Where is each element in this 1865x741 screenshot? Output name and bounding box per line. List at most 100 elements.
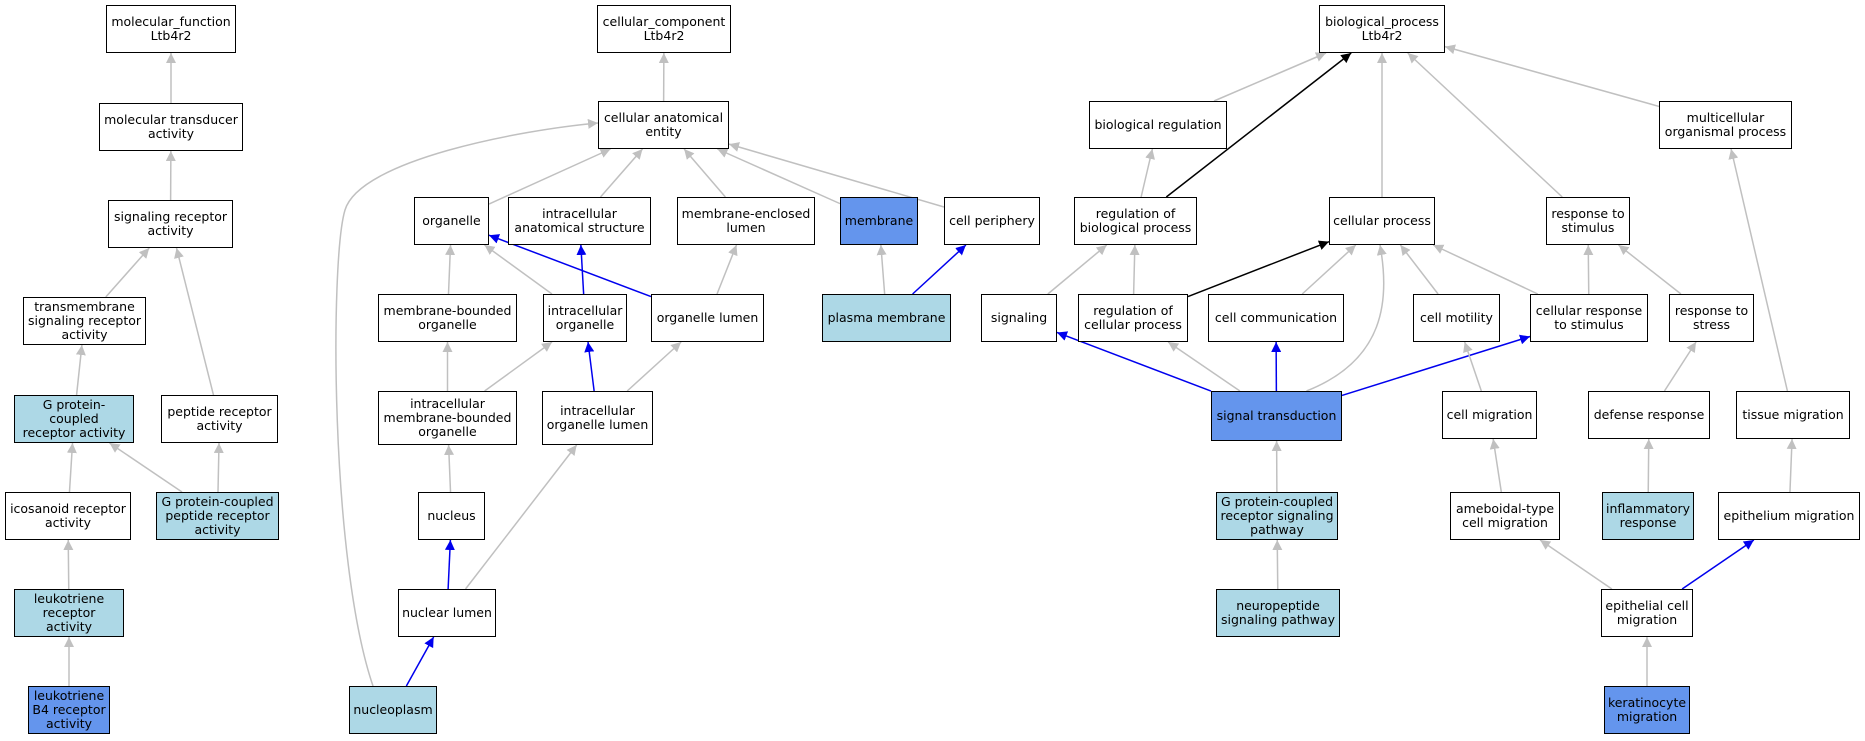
edge-em-to-tm (1786, 438, 1797, 493)
node-lra[interactable]: leukotriene receptor activity (14, 589, 124, 637)
node-mf[interactable]: molecular_function Ltb4r2 (106, 5, 236, 53)
edge-mop-to-bp (1444, 44, 1660, 108)
node-acm[interactable]: ameboidal-type cell migration (1450, 492, 1560, 540)
node-rbp[interactable]: regulation of biological process (1074, 197, 1197, 245)
node-gpcr[interactable]: G protein-coupled receptor activity (14, 395, 134, 443)
edge-gpprc-to-pra (213, 442, 224, 493)
edge-nl-to-nuc (444, 539, 455, 590)
edge-nsp-to-gprs (1272, 539, 1283, 590)
node-gprs[interactable]: G protein-coupled receptor signaling pat… (1216, 492, 1338, 540)
edge-iol-to-ol (626, 341, 682, 392)
edge-iol-to-io (584, 341, 595, 392)
node-rts[interactable]: response to stimulus (1546, 197, 1630, 245)
node-nl[interactable]: nuclear lumen (398, 589, 496, 637)
node-pm[interactable]: plasma membrane (822, 294, 951, 342)
node-org[interactable]: organelle (414, 197, 489, 245)
node-mbo[interactable]: membrane-bounded organelle (378, 294, 517, 342)
node-io[interactable]: intracellular organelle (543, 294, 627, 342)
node-cp[interactable]: cell periphery (944, 197, 1040, 245)
edge-io-to-ias (576, 244, 587, 295)
edge-rst-to-rts (1618, 244, 1682, 295)
node-bp[interactable]: biological_process Ltb4r2 (1319, 5, 1445, 53)
edge-rcp-to-cpr (1187, 240, 1330, 298)
node-ira[interactable]: icosanoid receptor activity (5, 492, 131, 540)
edge-dr-to-rst (1663, 341, 1697, 392)
edge-br-to-bp (1213, 52, 1327, 102)
node-gpprc[interactable]: G protein-coupled peptide receptor activ… (156, 492, 279, 540)
edge-cmig-to-cmot (1463, 341, 1483, 392)
edge-ias-to-cae (599, 148, 644, 198)
edge-mel-to-cae (683, 148, 726, 198)
node-ir[interactable]: inflammatory response (1602, 492, 1694, 540)
edge-rbp-to-br (1140, 148, 1155, 198)
edge-nl-to-iol (464, 444, 578, 590)
node-lb4[interactable]: leukotriene B4 receptor activity (28, 686, 110, 734)
edge-rts-to-bp (1407, 52, 1563, 198)
edge-rcp-to-rbp (1129, 244, 1140, 295)
edge-pm-to-cp (912, 244, 967, 295)
edge-pm-to-mem (876, 244, 887, 295)
node-nuc[interactable]: nucleus (418, 492, 485, 540)
node-br[interactable]: biological regulation (1089, 101, 1227, 149)
node-np[interactable]: nucleoplasm (349, 686, 437, 734)
edge-np-to-nl (405, 636, 435, 687)
edge-ol-to-org (488, 234, 652, 298)
edge-np-to-cae (335, 118, 599, 687)
edge-ir-to-dr (1643, 438, 1654, 493)
edge-st-to-sig (1056, 331, 1212, 392)
node-imbo[interactable]: intracellular membrane-bounded organelle (378, 391, 517, 445)
node-dr[interactable]: defense response (1588, 391, 1710, 439)
node-mop[interactable]: multicellular organismal process (1659, 101, 1792, 149)
node-tm[interactable]: tissue migration (1736, 391, 1850, 439)
node-cmig[interactable]: cell migration (1442, 391, 1537, 439)
node-em[interactable]: epithelium migration (1718, 492, 1860, 540)
edge-cmot-to-cpr (1399, 244, 1439, 295)
node-mta[interactable]: molecular transducer activity (99, 103, 243, 151)
edge-ecm-to-acm (1539, 539, 1613, 590)
edge-org-to-cae (488, 148, 611, 205)
edge-st-to-cpr (1306, 244, 1387, 392)
edge-ccom-to-cpr (1301, 244, 1357, 295)
node-ccom[interactable]: cell communication (1208, 294, 1344, 342)
edge-pra-to-sra (174, 247, 215, 396)
edge-ecm-to-em (1681, 539, 1755, 590)
edge-crs-to-rts (1583, 244, 1594, 295)
edge-mbo-to-org (445, 244, 456, 295)
edge-cp-to-cae (728, 142, 945, 208)
node-rst[interactable]: response to stress (1669, 294, 1754, 342)
edge-crs-to-cpr (1432, 244, 1539, 295)
edge-io-to-org (484, 244, 553, 295)
node-sra[interactable]: signaling receptor activity (108, 200, 233, 248)
node-cpr[interactable]: cellular process (1329, 197, 1435, 245)
node-ias[interactable]: intracellular anatomical structure (508, 197, 651, 245)
edge-st-to-crs (1341, 334, 1531, 397)
node-pra[interactable]: peptide receptor activity (161, 395, 278, 443)
node-cmot[interactable]: cell motility (1413, 294, 1500, 342)
node-sig[interactable]: signaling (981, 294, 1057, 342)
node-cae[interactable]: cellular anatomical entity (598, 101, 729, 149)
edge-st-to-rcp (1167, 341, 1241, 392)
edge-tsra-to-sra (105, 247, 150, 298)
node-crs[interactable]: cellular response to stimulus (1530, 294, 1648, 342)
edge-gpprc-to-gpcr (109, 442, 183, 493)
node-rcp[interactable]: regulation of cellular process (1078, 294, 1188, 342)
node-nsp[interactable]: neuropeptide signaling pathway (1216, 589, 1340, 637)
node-tsra[interactable]: transmembrane signaling receptor activit… (23, 297, 146, 345)
edge-gpcr-to-tsra (75, 344, 86, 396)
node-cc[interactable]: cellular_component Ltb4r2 (597, 5, 731, 53)
node-mem[interactable]: membrane (840, 197, 918, 245)
edge-sig-to-rbp (1047, 244, 1108, 295)
node-st[interactable]: signal transduction (1211, 391, 1342, 441)
node-ecm[interactable]: epithelial cell migration (1601, 589, 1693, 637)
edge-rbp-to-bp (1165, 52, 1352, 198)
edge-ol-to-mel (716, 244, 738, 295)
node-ol[interactable]: organelle lumen (651, 294, 764, 342)
node-km[interactable]: keratinocyte migration (1604, 686, 1690, 734)
edge-nuc-to-imbo (444, 444, 455, 493)
edge-mem-to-cae (717, 148, 841, 205)
node-iol[interactable]: intracellular organelle lumen (542, 391, 653, 445)
edge-ira-to-gpcr (66, 442, 77, 493)
node-mel[interactable]: membrane-enclosed lumen (677, 197, 815, 245)
